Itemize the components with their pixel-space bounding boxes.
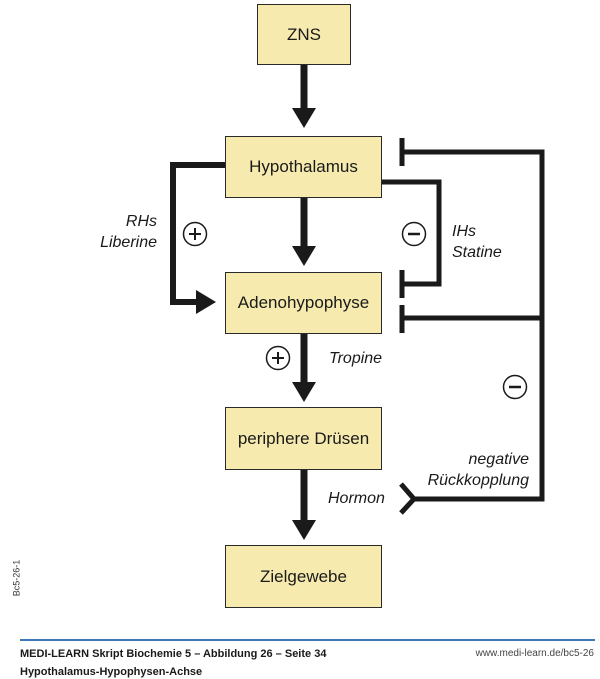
node-zns: ZNS xyxy=(257,4,351,65)
node-adenohypophyse: Adenohypophyse xyxy=(225,272,382,334)
footer-caption: Hypothalamus-Hypophysen-Achse xyxy=(20,666,203,678)
label-ihs-line2: Statine xyxy=(452,244,502,261)
label-ihs-line1: IHs xyxy=(452,223,476,240)
footer-rule xyxy=(20,639,595,641)
arrow-adenohypophyse-to-druesen xyxy=(292,334,316,402)
plus-sign-icon xyxy=(182,221,208,247)
arrow-releasing-hormones xyxy=(170,162,225,314)
minus-sign-icon xyxy=(502,374,528,400)
minus-sign-icon xyxy=(401,221,427,247)
node-hypothalamus: Hypothalamus xyxy=(225,136,382,198)
footer-source: MEDI-LEARN Skript Biochemie 5 – Abbildun… xyxy=(20,648,327,660)
label-tropine: Tropine xyxy=(329,350,383,367)
figure-code: Bc5-26-1 xyxy=(11,559,22,597)
label-hormon: Hormon xyxy=(328,490,385,507)
label-rhs-line1: RHs xyxy=(125,213,157,230)
node-zielgewebe: Zielgewebe xyxy=(225,545,382,608)
arrow-zns-to-hypothalamus xyxy=(292,65,316,128)
footer-url[interactable]: www.medi-learn.de/bc5-26 xyxy=(475,648,594,659)
label-rhs-line2: Liberine xyxy=(100,234,157,251)
label-ihs: IHs Statine xyxy=(452,221,502,263)
node-periphere-druesen: periphere Drüsen xyxy=(225,407,382,470)
label-negative-feedback: negative Rückkopplung xyxy=(428,449,529,491)
plus-sign-icon xyxy=(265,345,291,371)
negative-feedback-loop xyxy=(399,138,545,515)
inhibition-inhibiting-hormones xyxy=(382,179,442,298)
label-feedback-line1: negative xyxy=(468,451,530,468)
arrow-druesen-to-zielgewebe xyxy=(292,470,316,540)
label-feedback-line2: Rückkopplung xyxy=(427,472,529,489)
label-rhs: RHs Liberine xyxy=(100,211,157,253)
arrow-hypothalamus-to-adenohypophyse xyxy=(292,198,316,266)
